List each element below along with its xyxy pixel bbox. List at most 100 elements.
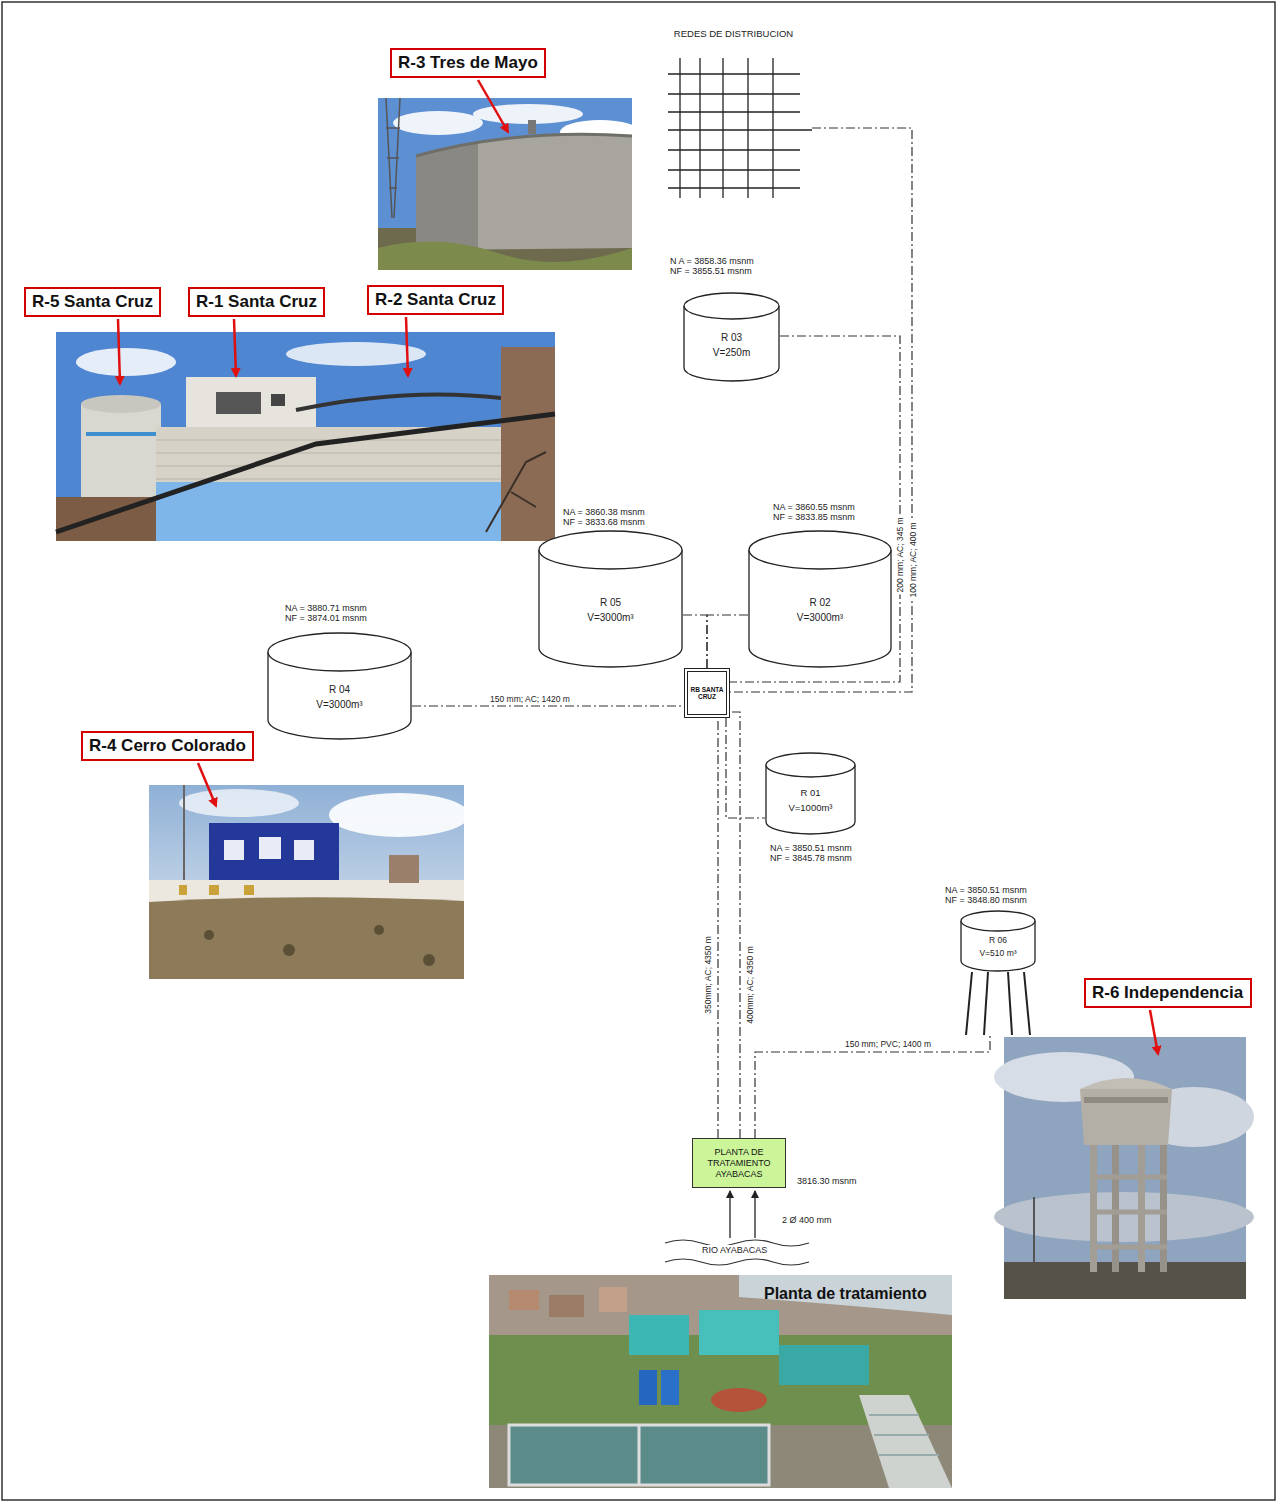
pipe-label: 400mm; AC; 4350 m — [745, 944, 755, 1025]
illustration-part — [478, 80, 508, 132]
illustration-part — [209, 823, 339, 885]
callout-arrow — [118, 80, 1158, 1054]
reservoir-tag: R-1 Santa Cruz — [188, 287, 325, 317]
illustration-part — [489, 1275, 952, 1488]
illustration-part — [374, 925, 384, 935]
level-label: NF = 3833.68 msnm — [563, 517, 645, 527]
distribution-network: REDES DE DISTRIBUCION — [655, 28, 812, 200]
illustration-part — [234, 319, 236, 376]
pipe-line — [730, 712, 740, 1138]
reservoir-tag: R-2 Santa Cruz — [367, 285, 504, 315]
illustration-part — [1150, 1010, 1158, 1054]
illustration-part — [118, 319, 120, 384]
illustration-part — [509, 1290, 539, 1310]
pipe-line — [726, 718, 765, 818]
level-label: NF = 3874.01 msnm — [285, 613, 367, 623]
reservoir-tag: R-4 Cerro Colorado — [81, 731, 254, 761]
pipe-label: 350mm; AC; 4350 m — [703, 934, 713, 1015]
reservoir-tag: R-3 Tres de Mayo — [390, 48, 546, 78]
level-label: NA = 3850.51 msnm — [945, 885, 1027, 895]
illustration-part — [859, 1395, 952, 1488]
pipe-line — [730, 128, 912, 692]
illustration-part — [416, 134, 632, 156]
illustration-part — [1090, 1142, 1097, 1272]
illustration-part — [739, 1275, 952, 1315]
node-detail: V=3000m³ — [587, 610, 633, 625]
pipe-line — [717, 718, 718, 1138]
reservoir-tag: R-6 Independencia — [1084, 978, 1252, 1008]
level-label: NA = 3860.55 msnm — [773, 502, 855, 512]
illustration-part — [599, 1287, 627, 1312]
illustration-part — [76, 348, 176, 376]
illustration-part — [423, 954, 435, 966]
illustration-part — [386, 98, 400, 218]
illustration-part — [1033, 1197, 1035, 1272]
tank-top — [749, 531, 891, 569]
illustration-part — [665, 1259, 809, 1265]
illustration-part — [179, 789, 299, 817]
tower-leg — [1024, 972, 1030, 1035]
illustration-part — [1004, 1262, 1246, 1299]
illustration-part — [198, 763, 216, 806]
illustration-part — [183, 785, 185, 895]
pipe-label: 150 mm; PVC; 1400 m — [843, 1039, 933, 1049]
illustration-part — [869, 1415, 939, 1455]
illustration-part — [1138, 1142, 1145, 1272]
level-label: NF = 3833.85 msnm — [773, 512, 855, 522]
node-title: R 04 — [329, 682, 350, 697]
grid-line — [668, 111, 800, 112]
level-label: NF = 3848.80 msnm — [945, 895, 1027, 905]
elevated-tank: R 06V=510 m³ — [958, 910, 1038, 1035]
tank-outline — [958, 910, 1038, 1035]
illustration-part — [509, 1425, 769, 1485]
level-label: N A = 3858.36 msnm — [670, 256, 754, 266]
node-title: R-3 Tres de Mayo — [398, 53, 538, 73]
node-title: R-1 Santa Cruz — [196, 292, 317, 312]
level-label: NA = 3860.38 msnm — [563, 507, 645, 517]
node-title: R 02 — [809, 595, 830, 610]
illustration-part — [754, 1191, 755, 1238]
level-label: NF = 3855.51 msnm — [670, 266, 752, 276]
tank-top — [766, 753, 855, 777]
tower-leg — [1008, 972, 1012, 1035]
grid-line — [722, 58, 723, 198]
node-detail: V=250m — [713, 345, 751, 360]
reservoir-tank: R 03V=250m — [683, 292, 780, 382]
illustration-part — [501, 347, 555, 541]
illustration-part — [389, 855, 419, 883]
node-title: R-2 Santa Cruz — [375, 290, 496, 310]
pipe-label: 200 mm; AC; 345 m — [895, 515, 905, 594]
node-detail: V=510 m³ — [979, 947, 1016, 960]
note-label: RIO AYABACAS — [700, 1245, 769, 1255]
treatment-plant-box: PLANTA DE TRATAMIENTO AYABACAS — [692, 1138, 786, 1188]
grid-line — [679, 58, 680, 198]
reservoir-tank: R 04V=3000m³ — [267, 632, 412, 740]
node-title: R-6 Independencia — [1092, 983, 1243, 1003]
reservoir-photo — [149, 785, 469, 979]
tank-top — [684, 293, 779, 319]
illustration-part — [1080, 1078, 1172, 1089]
illustration-part — [216, 392, 261, 414]
reservoir-photo — [56, 332, 555, 541]
illustration-part — [639, 1370, 657, 1405]
grid-line — [747, 58, 748, 198]
reservoir-tank: R 02V=3000m³ — [748, 530, 892, 668]
node-title: R 01 — [800, 786, 820, 800]
reservoir-photo — [994, 1037, 1254, 1299]
illustration-part — [296, 394, 501, 410]
illustration-part — [283, 944, 295, 956]
note-label: 2 Ø 400 mm — [782, 1215, 832, 1225]
pipe-label: 100 mm; AC; 400 m — [908, 520, 918, 599]
illustration-part — [156, 427, 555, 541]
illustration-part — [286, 342, 426, 366]
illustration-part — [271, 394, 285, 406]
illustration-part — [378, 242, 632, 270]
pipe-line — [412, 705, 684, 706]
illustration-part — [1112, 1142, 1119, 1272]
grid-line — [668, 93, 800, 94]
pipe-line — [683, 615, 707, 668]
node-detail: V=1000m³ — [788, 801, 832, 815]
